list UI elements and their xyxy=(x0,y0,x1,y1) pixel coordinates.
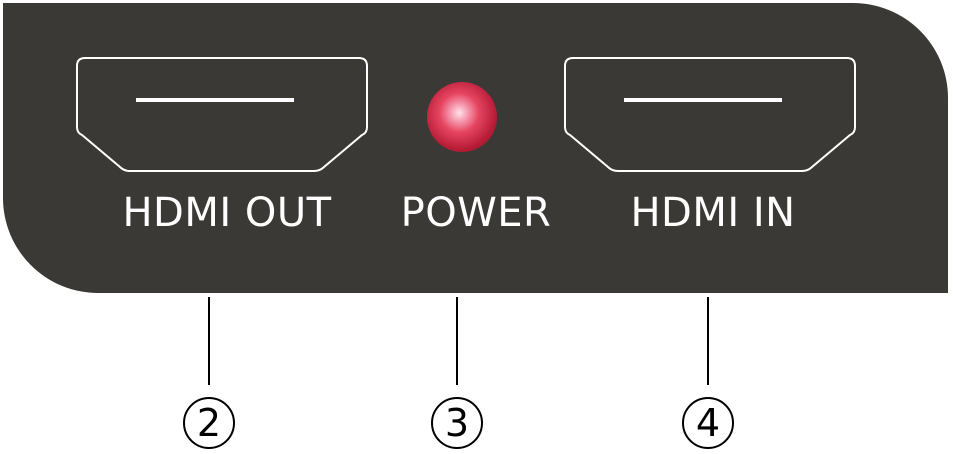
hdmi-out-port-icon xyxy=(76,57,368,173)
callout-number-hdmi-out: 2 xyxy=(183,397,235,449)
hdmi-in-label: HDMI IN xyxy=(630,190,796,236)
leader-line-hdmi-out xyxy=(208,297,210,385)
hdmi-in-port-icon xyxy=(564,57,856,173)
power-label: POWER xyxy=(400,190,552,236)
power-led-indicator xyxy=(427,82,497,152)
callout-number-hdmi-in: 4 xyxy=(682,397,734,449)
hdmi-out-label: HDMI OUT xyxy=(122,190,332,236)
leader-line-power xyxy=(456,297,458,385)
leader-line-hdmi-in xyxy=(707,297,709,385)
callout-number-power: 3 xyxy=(431,397,483,449)
device-front-panel: HDMI OUT POWER HDMI IN xyxy=(3,3,948,293)
